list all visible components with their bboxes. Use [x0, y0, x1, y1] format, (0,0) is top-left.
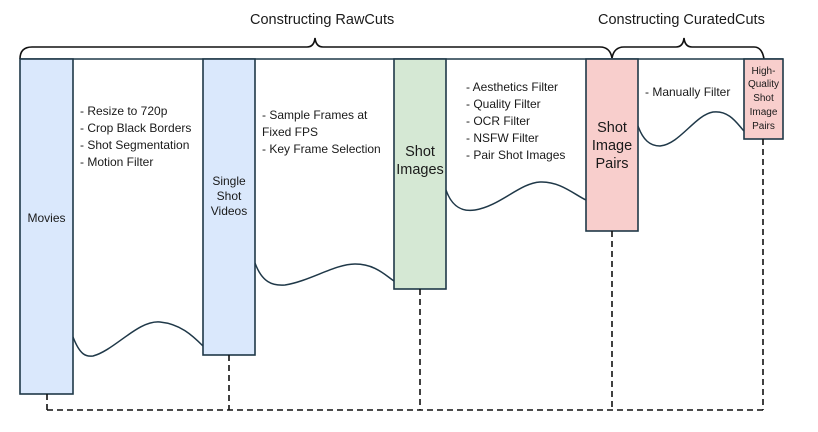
node-text-shot-images: Shot Images: [396, 143, 444, 178]
step-item: - Resize to 720p: [80, 104, 168, 118]
brace-curatedcuts: [611, 37, 765, 60]
step-item: - NSFW Filter: [466, 131, 539, 146]
step-list-images-to-pairs: - Aesthetics Filter - Quality Filter - O…: [466, 79, 565, 164]
node-label-movies: Movies: [20, 200, 73, 236]
node-label-high-quality-shot-image-pairs: High- Quality Shot Image Pairs: [744, 61, 783, 137]
step-item: - Pair Shot Images: [466, 148, 566, 163]
brace-rawcuts: [19, 37, 613, 60]
step-item: - Aesthetics Filter: [466, 80, 559, 94]
wave-connector-3: [445, 181, 587, 212]
step-list-pairs-to-high-quality: - Manually Filter: [645, 84, 730, 101]
node-text-high-quality-shot-image-pairs: High- Quality Shot Image Pairs: [747, 65, 780, 132]
wave-connector-2: [254, 262, 395, 286]
step-item: - Sample Frames at: [262, 108, 368, 122]
step-list-videos-to-images: - Sample Frames at Fixed FPS - Key Frame…: [262, 107, 381, 158]
step-item: - Manually Filter: [645, 85, 731, 99]
step-item: - Shot Segmentation: [80, 138, 190, 153]
node-label-shot-images: Shot Images: [394, 138, 446, 184]
stage-title-rawcuts: Constructing RawCuts: [250, 12, 395, 28]
step-item: - Quality Filter: [466, 97, 541, 112]
step-item: - Crop Black Borders: [80, 121, 192, 136]
node-box-shot-image-pairs: [585, 58, 639, 232]
node-box-single-shot-videos: [202, 58, 256, 356]
wave-connector-1: [72, 321, 204, 357]
node-text-single-shot-videos: Single Shot Videos: [210, 173, 248, 218]
node-label-single-shot-videos: Single Shot Videos: [203, 172, 255, 220]
node-text-movies: Movies: [27, 210, 66, 225]
wave-connector-4: [637, 111, 745, 147]
stage-title-curatedcuts: Constructing CuratedCuts: [598, 12, 765, 28]
step-item: Fixed FPS: [262, 125, 319, 140]
step-item: - Key Frame Selection: [262, 142, 381, 157]
node-label-shot-image-pairs: Shot Image Pairs: [586, 114, 638, 178]
step-item: - OCR Filter: [466, 114, 530, 129]
step-list-movies-to-videos: - Resize to 720p - Crop Black Borders - …: [80, 103, 191, 171]
node-text-shot-image-pairs: Shot Image Pairs: [591, 119, 633, 173]
step-item: - Motion Filter: [80, 155, 154, 170]
node-box-high-quality-shot-image-pairs: [743, 58, 784, 140]
